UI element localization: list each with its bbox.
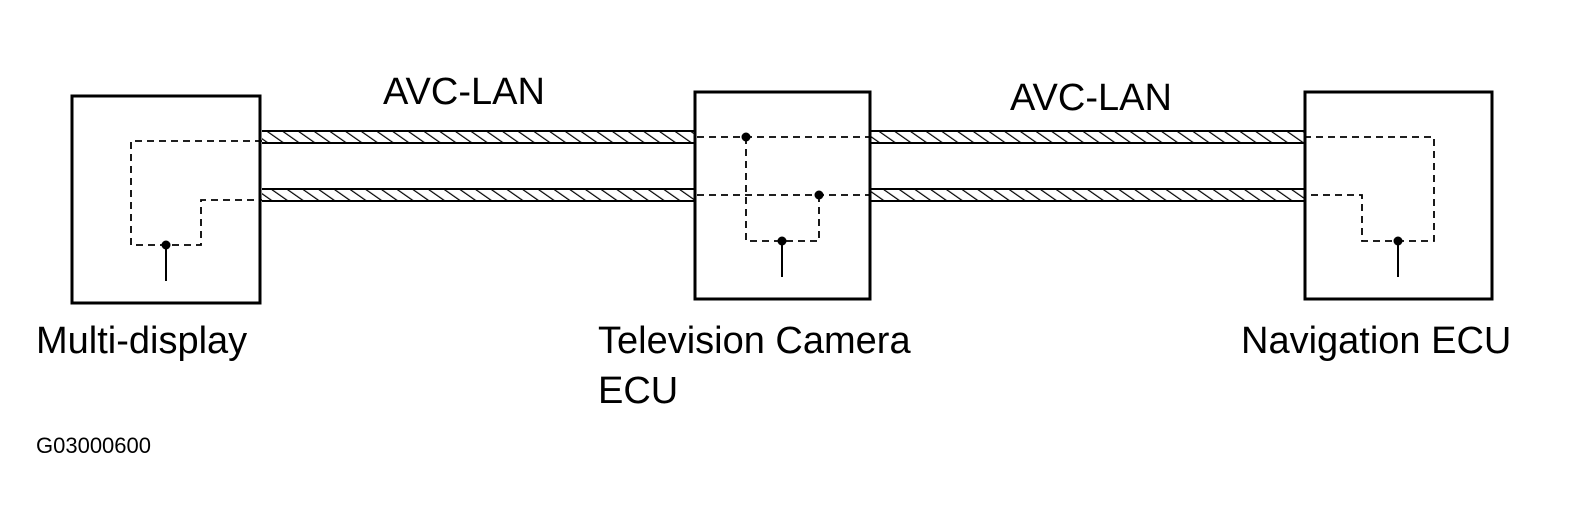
avc-lan-bus-1 [262,130,694,202]
avc-lan-bus-2 [871,130,1304,202]
navigation-ecu-label: Navigation ECU [1241,320,1512,362]
figure-id: G03000600 [36,433,151,458]
avc-lan-label-2: AVC-LAN [1010,77,1172,119]
tv-camera-junction-dot-upper [741,132,751,142]
tv-camera-ecu-internal-wiring [697,136,869,242]
tv-camera-ecu-label-line1: Television Camera [598,320,911,362]
tv-camera-ecu-label-line2: ECU [598,370,679,412]
avc-lan-label-1: AVC-LAN [383,71,545,113]
multi-display-label: Multi-display [36,320,248,362]
tv-camera-ecu-label: Television Camera ECU [598,322,911,410]
tv-camera-junction-dot-lower [814,190,824,200]
